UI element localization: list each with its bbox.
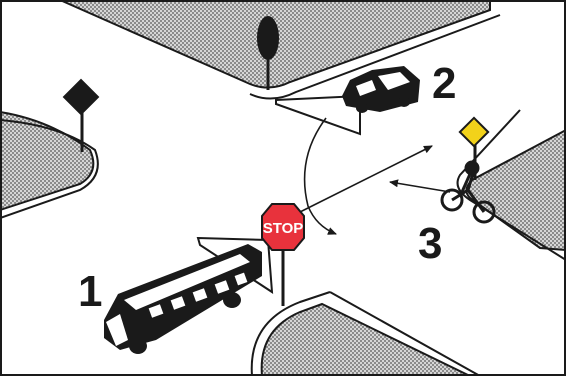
label-bus: 1 <box>78 267 102 316</box>
label-cyclist: 3 <box>418 219 442 268</box>
stop-sign-text: STOP <box>263 220 304 237</box>
label-car: 2 <box>432 59 456 108</box>
